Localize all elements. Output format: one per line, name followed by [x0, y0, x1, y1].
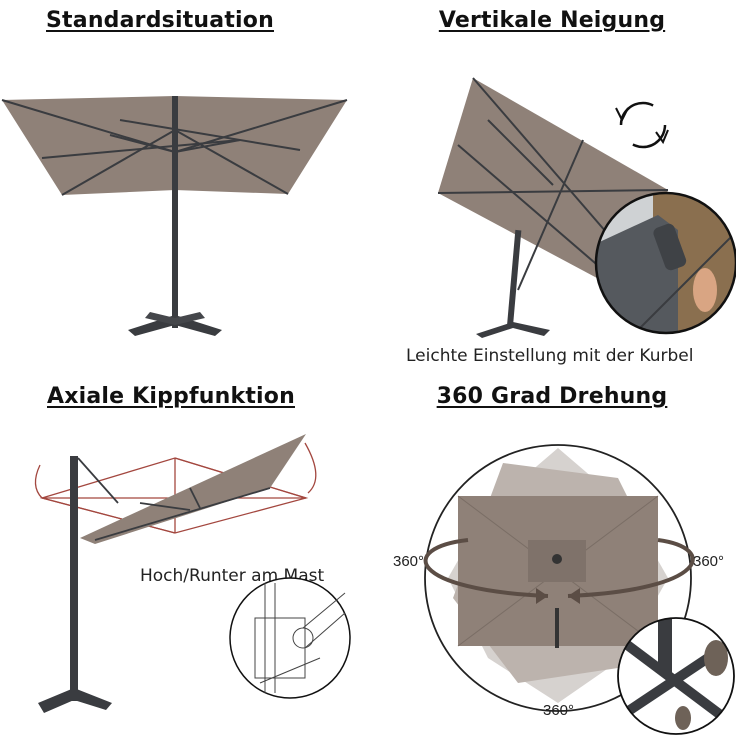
panel-title-vertical-tilt: Vertikale Neigung — [438, 8, 666, 33]
arrow-left-icon — [536, 588, 548, 604]
rotate-arrow-icon — [615, 107, 629, 123]
base-detail-photo — [618, 618, 734, 734]
umbrella-rotation-illustration — [423, 444, 735, 735]
umbrella-axial-tilt-illustration: Hoch/Runter am Mast — [34, 434, 351, 713]
arrow-right-icon — [568, 588, 580, 604]
crank-detail-photo — [596, 193, 736, 333]
panel-title-axial-tilt: Axiale Kippfunktion — [47, 384, 295, 409]
caption-crank: Leichte Einstellung mit der Kurbel — [406, 346, 694, 366]
panel-rotation: 360 Grad Drehung 360° 360° 360° — [368, 368, 736, 736]
panel-vertical-tilt: Vertikale Neigung Leichte Einstellung mi… — [368, 0, 736, 368]
panel-standard: Standardsituation — [0, 0, 368, 368]
rotation-label-bottom: 360° — [543, 702, 575, 719]
mast-mechanism-detail — [229, 577, 351, 699]
umbrella-standard-illustration — [1, 96, 348, 336]
rotation-label-left: 360° — [393, 553, 425, 570]
rotation-label-right: 360° — [693, 553, 725, 570]
panel-axial-tilt: Axiale Kippfunktion Hoch/Runter am Mast — [0, 368, 368, 736]
umbrella-tilted-illustration — [437, 77, 736, 338]
panel-title-rotation: 360 Grad Drehung — [436, 384, 668, 409]
panel-title-standard: Standardsituation — [46, 8, 274, 33]
